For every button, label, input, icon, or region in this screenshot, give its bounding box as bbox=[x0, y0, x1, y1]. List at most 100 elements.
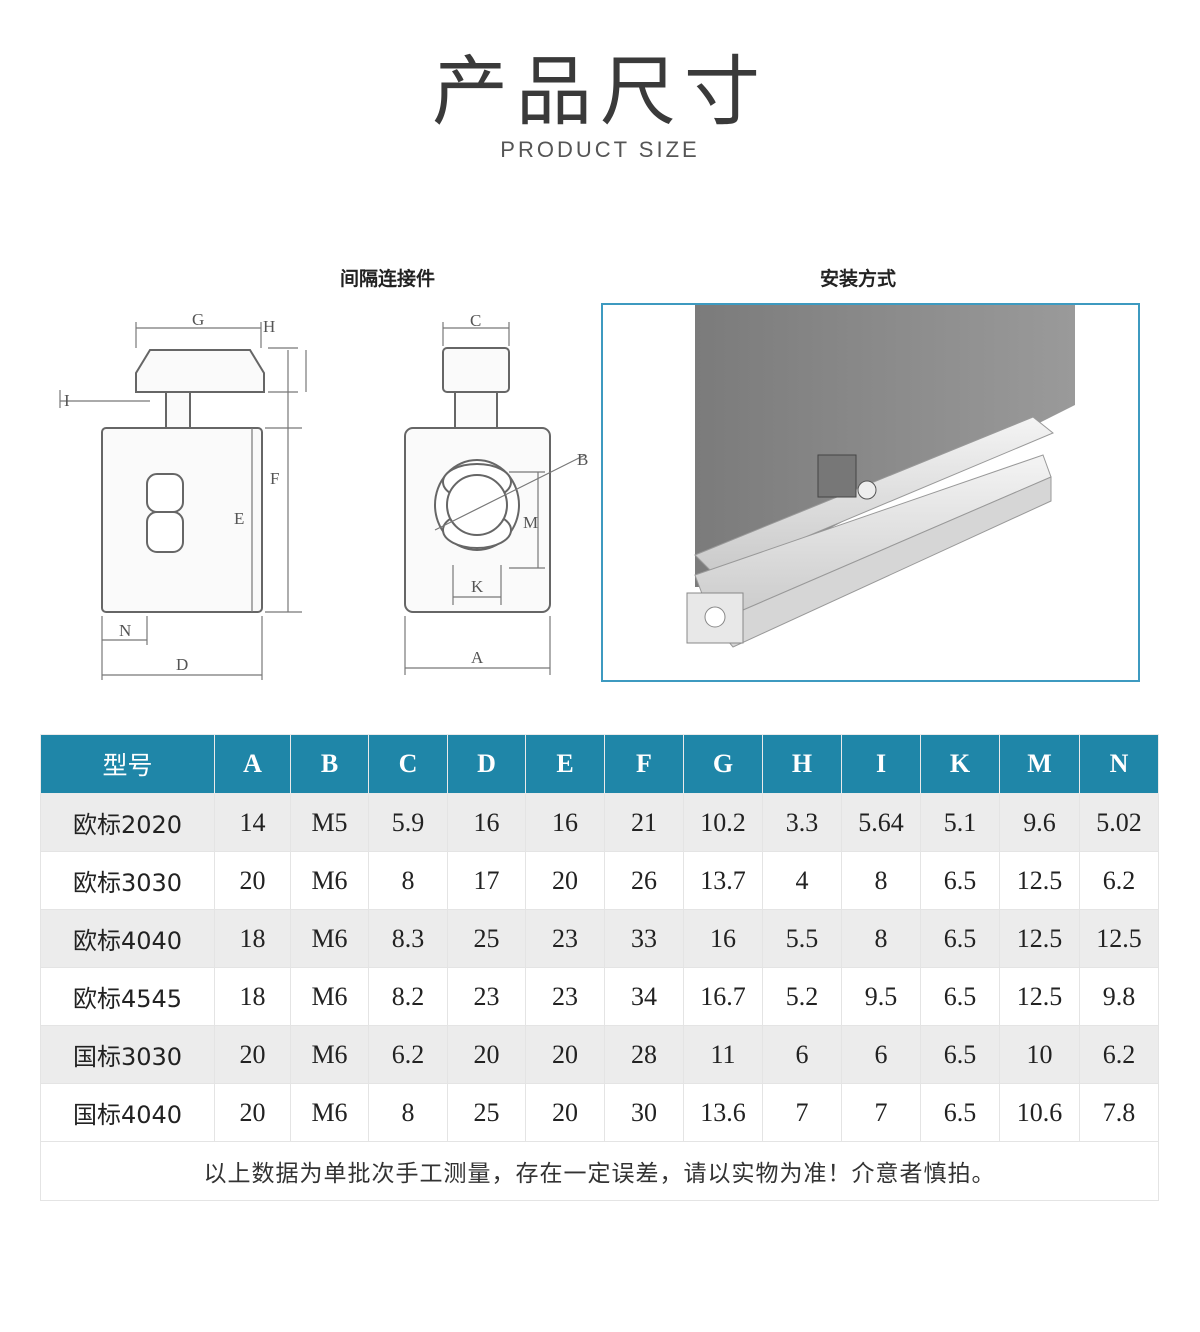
cell-n: 12.5 bbox=[1079, 909, 1159, 968]
cell-e: 23 bbox=[525, 967, 605, 1026]
col-header-i: I bbox=[841, 734, 921, 794]
dim-label-n: N bbox=[119, 621, 131, 640]
diagram-caption-installation: 安装方式 bbox=[820, 268, 897, 290]
cell-n: 6.2 bbox=[1079, 1025, 1159, 1084]
t-head bbox=[135, 349, 265, 393]
page-title: 产品尺寸 bbox=[432, 47, 768, 136]
dim-label-d: D bbox=[176, 655, 188, 674]
cell-d: 25 bbox=[447, 909, 526, 968]
cell-h: 4 bbox=[762, 851, 842, 910]
cell-n: 6.2 bbox=[1079, 851, 1159, 910]
col-header-b: B bbox=[290, 734, 369, 794]
col-header-f: F bbox=[604, 734, 684, 794]
cell-n: 5.02 bbox=[1079, 793, 1159, 852]
measurement-note: 以上数据为单批次手工测量，存在一定误差，请以实物为准！介意者慎拍。 bbox=[40, 1141, 1159, 1201]
cell-model: 欧标3030 bbox=[40, 851, 215, 910]
side-view-drawing: G H I F E N D bbox=[59, 310, 307, 680]
cell-b: M5 bbox=[290, 793, 369, 852]
col-header-n: N bbox=[1079, 734, 1159, 794]
cell-a: 20 bbox=[214, 851, 291, 910]
cell-c: 6.2 bbox=[368, 1025, 448, 1084]
cell-a: 20 bbox=[214, 1083, 291, 1142]
dim-label-a: A bbox=[471, 648, 484, 667]
cell-c: 8 bbox=[368, 851, 448, 910]
cell-c: 8.2 bbox=[368, 967, 448, 1026]
cell-e: 20 bbox=[525, 1025, 605, 1084]
cell-model: 欧标2020 bbox=[40, 793, 215, 852]
cell-g: 13.6 bbox=[683, 1083, 763, 1142]
cell-model: 国标4040 bbox=[40, 1083, 215, 1142]
cell-e: 20 bbox=[525, 851, 605, 910]
cell-k: 6.5 bbox=[920, 851, 1000, 910]
cell-b: M6 bbox=[290, 909, 369, 968]
connector-bolt bbox=[857, 480, 877, 500]
cell-a: 14 bbox=[214, 793, 291, 852]
col-header-m: M bbox=[999, 734, 1080, 794]
cell-f: 30 bbox=[604, 1083, 684, 1142]
nut-lower bbox=[146, 511, 184, 553]
cell-k: 6.5 bbox=[920, 909, 1000, 968]
col-header-a: A bbox=[214, 734, 291, 794]
cell-k: 6.5 bbox=[920, 1083, 1000, 1142]
installation-photo bbox=[601, 303, 1140, 682]
connector-block bbox=[817, 454, 857, 498]
cell-model: 欧标4545 bbox=[40, 967, 215, 1026]
cell-a: 18 bbox=[214, 909, 291, 968]
cell-k: 6.5 bbox=[920, 1025, 1000, 1084]
cell-m: 10 bbox=[999, 1025, 1080, 1084]
cell-i: 8 bbox=[841, 851, 921, 910]
col-header-model: 型号 bbox=[40, 734, 215, 794]
cell-h: 6 bbox=[762, 1025, 842, 1084]
cell-h: 7 bbox=[762, 1083, 842, 1142]
cell-m: 12.5 bbox=[999, 909, 1080, 968]
cell-b: M6 bbox=[290, 1025, 369, 1084]
cell-n: 7.8 bbox=[1079, 1083, 1159, 1142]
cell-d: 23 bbox=[447, 967, 526, 1026]
dim-label-b: B bbox=[577, 450, 588, 469]
cell-i: 5.64 bbox=[841, 793, 921, 852]
stem bbox=[454, 391, 498, 429]
cell-f: 21 bbox=[604, 793, 684, 852]
cell-c: 8.3 bbox=[368, 909, 448, 968]
cell-i: 9.5 bbox=[841, 967, 921, 1026]
cell-m: 9.6 bbox=[999, 793, 1080, 852]
cell-h: 5.2 bbox=[762, 967, 842, 1026]
cell-m: 12.5 bbox=[999, 851, 1080, 910]
cell-g: 16 bbox=[683, 909, 763, 968]
col-header-k: K bbox=[920, 734, 1000, 794]
cell-f: 34 bbox=[604, 967, 684, 1026]
front-view-drawing: C B M K A bbox=[404, 311, 588, 675]
head-block bbox=[442, 347, 510, 393]
col-header-e: E bbox=[525, 734, 605, 794]
cell-d: 20 bbox=[447, 1025, 526, 1084]
page-subtitle: PRODUCT SIZE bbox=[500, 137, 700, 162]
cell-a: 18 bbox=[214, 967, 291, 1026]
table-header-row: 型号 A B C D E F G H I K M N bbox=[40, 734, 1159, 794]
col-header-c: C bbox=[368, 734, 448, 794]
note-row: 以上数据为单批次手工测量，存在一定误差，请以实物为准！介意者慎拍。 bbox=[40, 1141, 1159, 1201]
cell-d: 16 bbox=[447, 793, 526, 852]
cell-k: 6.5 bbox=[920, 967, 1000, 1026]
cell-m: 12.5 bbox=[999, 967, 1080, 1026]
cell-g: 16.7 bbox=[683, 967, 763, 1026]
cell-h: 5.5 bbox=[762, 909, 842, 968]
cell-b: M6 bbox=[290, 1083, 369, 1142]
col-header-h: H bbox=[762, 734, 842, 794]
col-header-d: D bbox=[447, 734, 526, 794]
dim-label-e: E bbox=[234, 509, 244, 528]
cell-b: M6 bbox=[290, 967, 369, 1026]
cell-model: 欧标4040 bbox=[40, 909, 215, 968]
dim-label-h: H bbox=[263, 317, 275, 336]
dim-label-m: M bbox=[523, 513, 538, 532]
cell-model: 国标3030 bbox=[40, 1025, 215, 1084]
nut-upper bbox=[146, 473, 184, 513]
cell-n: 9.8 bbox=[1079, 967, 1159, 1026]
diagram-caption-connector: 间隔连接件 bbox=[340, 268, 436, 290]
dim-label-k: K bbox=[471, 577, 484, 596]
dim-label-i: I bbox=[64, 391, 70, 410]
